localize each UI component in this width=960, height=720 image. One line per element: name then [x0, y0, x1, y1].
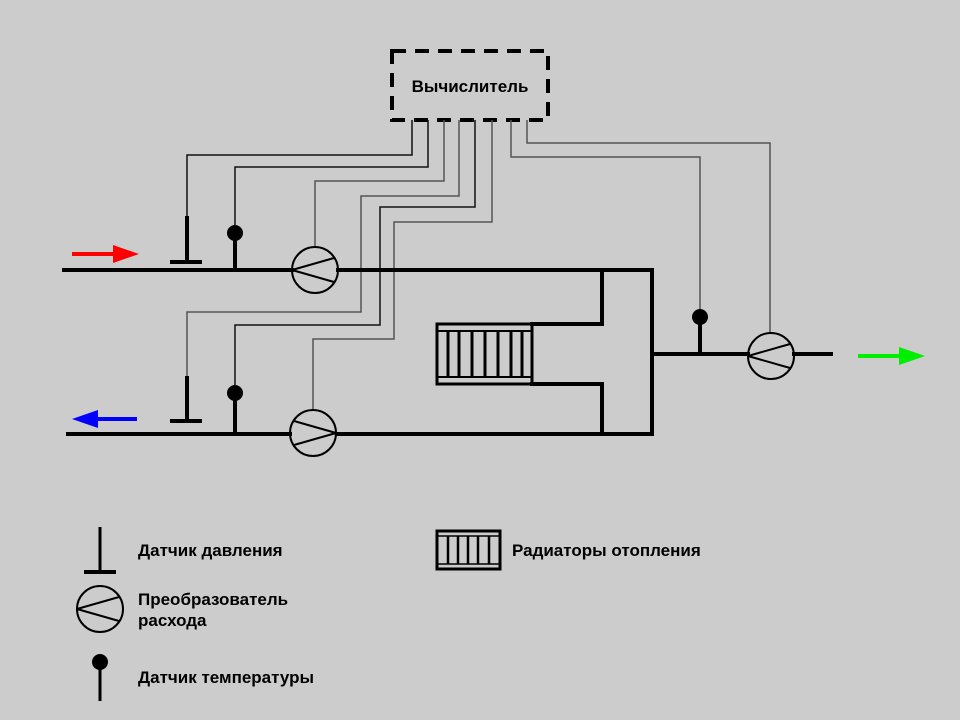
outlet-flow-converter	[747, 332, 795, 380]
supply-arrow-icon	[72, 245, 139, 263]
legend-radiators: Радиаторы отопления	[435, 529, 701, 571]
radiator-supply-branch	[530, 268, 604, 326]
wire-outlet-flow	[526, 120, 771, 333]
legend-flow-converter-label-line1: Преобразователь	[138, 590, 288, 609]
signal-wires	[186, 120, 771, 410]
supply-temperature-sensor	[227, 225, 243, 270]
wire-supply-pressure	[186, 120, 413, 216]
flow-converter-icon	[76, 585, 124, 633]
return-arrow-icon	[72, 410, 137, 428]
legend-pressure-sensor-label: Датчик давления	[138, 541, 283, 560]
radiator-return-branch	[530, 382, 604, 436]
supply-flow-converter	[291, 246, 339, 294]
outlet-arrow-icon	[858, 347, 925, 365]
legend: Датчик давления Преобразователь расхода …	[76, 527, 701, 701]
wire-return-pressure	[186, 120, 460, 376]
wire-supply-flow	[314, 120, 445, 247]
wire-return-flow	[312, 120, 493, 410]
return-temperature-sensor	[227, 385, 243, 434]
legend-temperature-sensor-label: Датчик температуры	[138, 668, 314, 687]
return-flow-converter	[289, 409, 337, 457]
legend-flow-converter-label-line2: расхода	[138, 611, 207, 630]
wire-outlet-temperature	[510, 120, 701, 312]
radiator-icon	[435, 529, 502, 571]
legend-pressure-sensor: Датчик давления	[84, 527, 283, 574]
supply-pressure-sensor	[170, 216, 202, 264]
computer-label: Вычислитель	[412, 77, 529, 96]
loop-pipe	[336, 268, 654, 436]
legend-temperature-sensor: Датчик температуры	[92, 654, 314, 701]
pressure-sensor-icon	[84, 527, 116, 574]
temperature-sensor-icon	[92, 654, 108, 701]
legend-radiators-label: Радиаторы отопления	[512, 541, 701, 560]
legend-flow-converter: Преобразователь расхода	[76, 585, 288, 633]
computer-box	[390, 49, 550, 122]
wire-supply-temperature	[234, 120, 429, 228]
wire-return-temperature	[234, 120, 476, 388]
radiator	[435, 322, 534, 386]
computer-unit: Вычислитель	[390, 49, 550, 122]
return-pressure-sensor	[170, 376, 202, 423]
outlet-temperature-sensor	[692, 309, 708, 354]
pipes	[62, 268, 833, 436]
